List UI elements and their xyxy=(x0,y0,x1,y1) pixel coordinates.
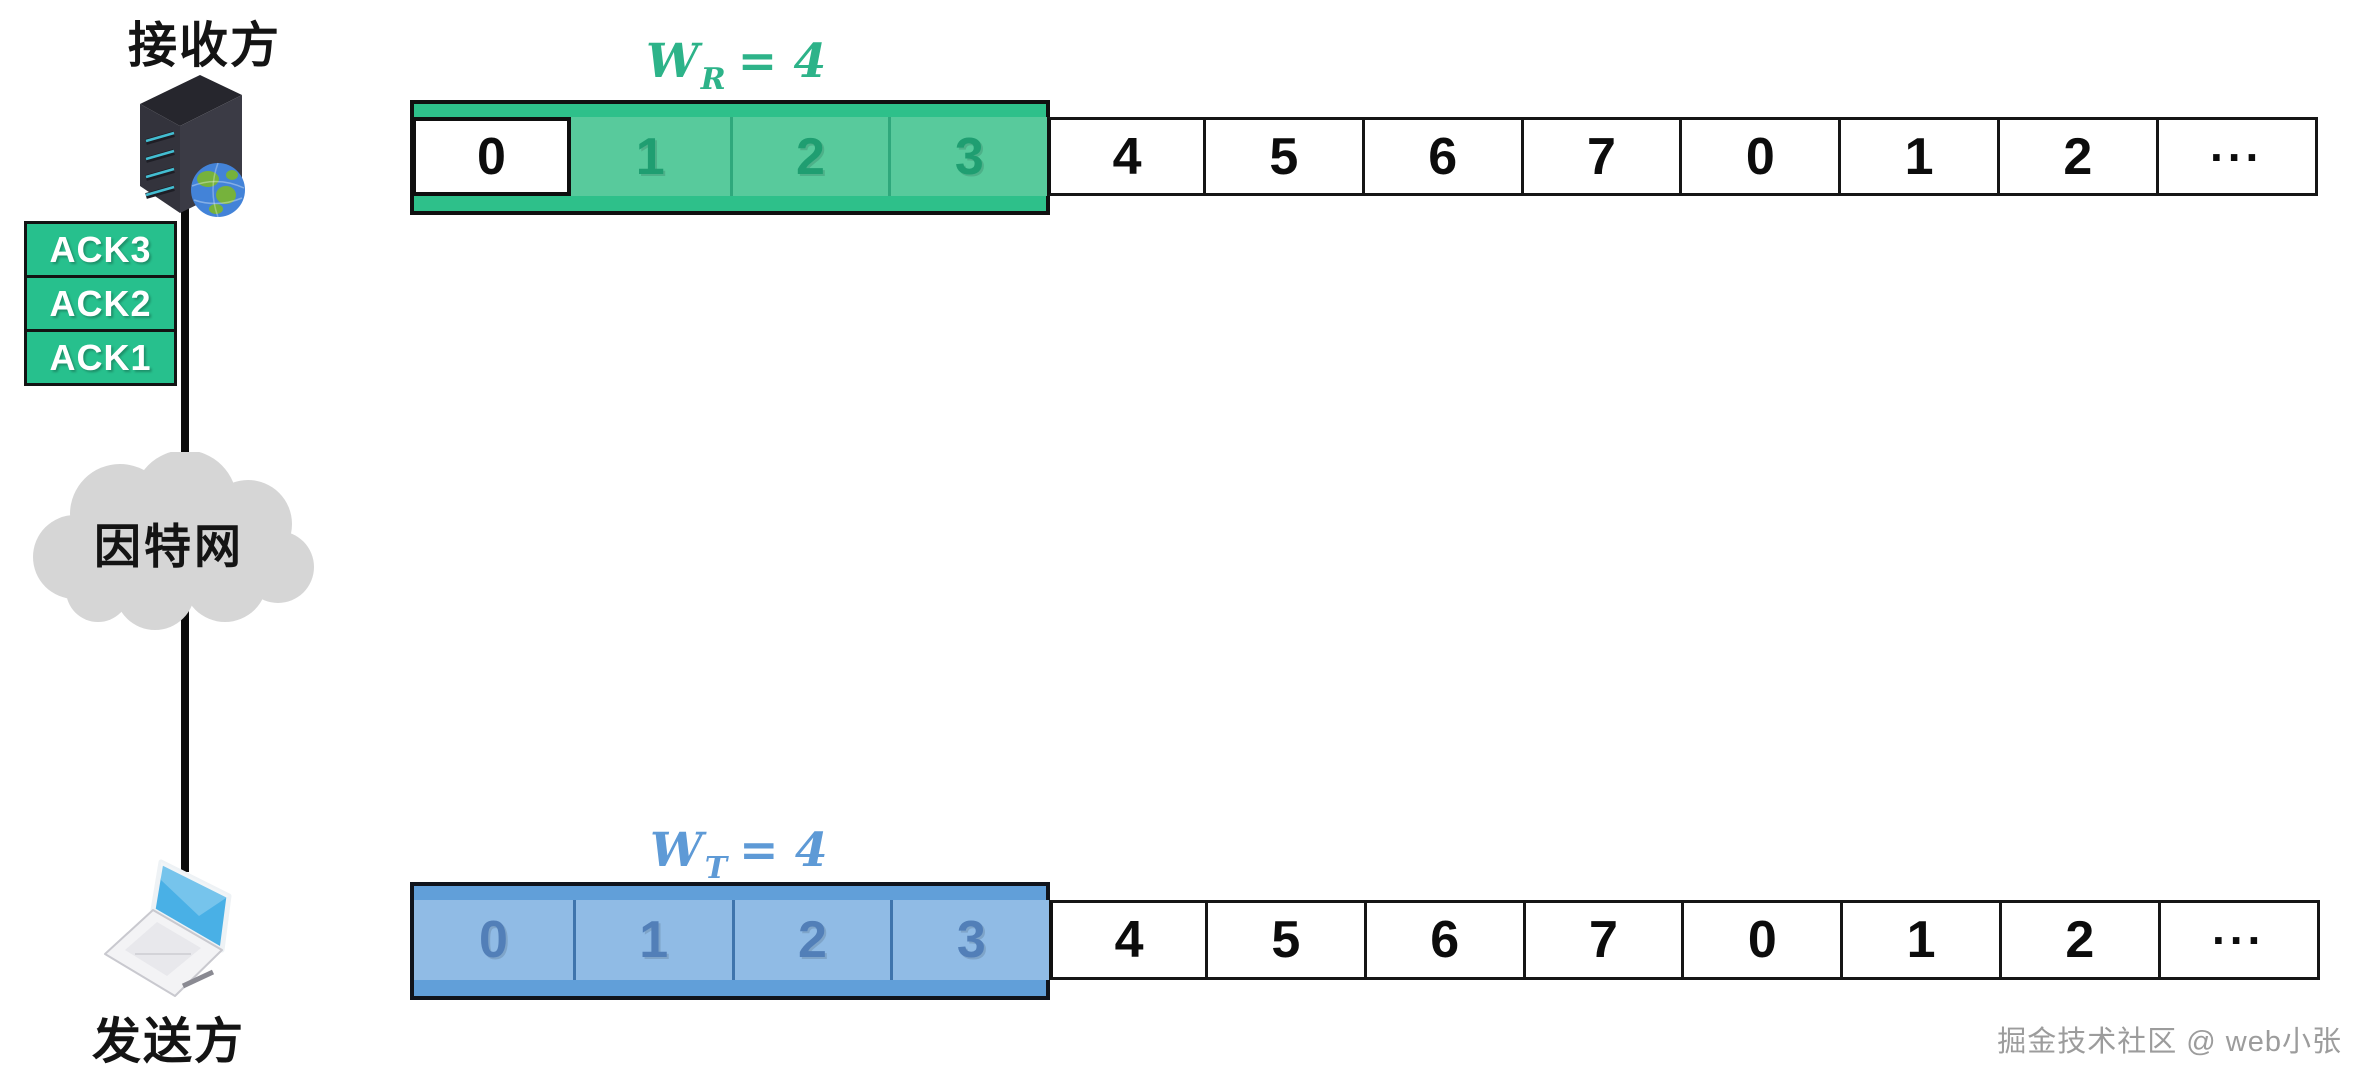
sequence-cell: 7 xyxy=(1525,900,1685,980)
sequence-cell: 6 xyxy=(1364,117,1524,196)
window-label-subscript: T xyxy=(704,851,728,886)
sender-window-label: WT = 4 xyxy=(650,823,828,886)
sequence-cell: 1 xyxy=(570,117,730,196)
sequence-cell: 6 xyxy=(1366,900,1526,980)
ack-badge: ACK2 xyxy=(24,275,177,332)
sender-sequence-row: 0 1 2 3 4 5 6 7 0 1 2 ... xyxy=(414,900,2320,980)
sequence-cell: 1 xyxy=(1841,117,2000,196)
sequence-cell: 5 xyxy=(1207,900,1367,980)
window-label-symbol: W xyxy=(650,823,703,878)
sequence-cell: 7 xyxy=(1523,117,1683,196)
sequence-cell: 0 xyxy=(1684,900,1844,980)
window-label-value: = 4 xyxy=(739,823,828,878)
sequence-cell: 5 xyxy=(1205,117,1365,196)
receiver-window-label: WR = 4 xyxy=(646,34,826,97)
window-label-subscript: R xyxy=(700,62,726,97)
window-label-symbol: W xyxy=(646,34,699,89)
ack-badge: ACK1 xyxy=(24,329,177,386)
sequence-cell: 0 xyxy=(1682,117,1842,196)
cloud-label: 因特网 xyxy=(94,520,244,573)
sequence-cell: 2 xyxy=(2001,900,2161,980)
sequence-cell: 2 xyxy=(731,900,891,980)
laptop-icon xyxy=(104,859,232,997)
ack-stack: ACK3 ACK2 ACK1 xyxy=(24,221,177,386)
window-label-value: = 4 xyxy=(737,34,827,89)
sequence-cell: ... xyxy=(2158,117,2318,196)
sequence-cell: 3 xyxy=(888,117,1048,196)
receiver-title: 接收方 xyxy=(128,19,282,73)
sequence-cell: 0 xyxy=(412,117,571,196)
sequence-cell: 3 xyxy=(890,900,1050,980)
globe-icon xyxy=(191,162,245,218)
watermark: 掘金技术社区 @ web小张 xyxy=(1997,1026,2342,1058)
sequence-cell: ... xyxy=(2160,900,2320,980)
sequence-cell: 0 xyxy=(414,900,573,980)
sequence-cell: 4 xyxy=(1049,900,1208,980)
sequence-cell: 1 xyxy=(1843,900,2002,980)
receiver-sequence-row: 0 1 2 3 4 5 6 7 0 1 2 ... xyxy=(412,117,2318,196)
sequence-cell: 2 xyxy=(1999,117,2159,196)
sequence-cell: 2 xyxy=(729,117,889,196)
server-icon xyxy=(140,75,245,218)
sender-title: 发送方 xyxy=(92,1015,246,1069)
sequence-cell: 1 xyxy=(572,900,732,980)
ack-badge: ACK3 xyxy=(24,221,177,278)
cloud-shape xyxy=(33,452,314,630)
server-led-slits xyxy=(145,131,175,199)
sequence-cell: 4 xyxy=(1047,117,1206,196)
